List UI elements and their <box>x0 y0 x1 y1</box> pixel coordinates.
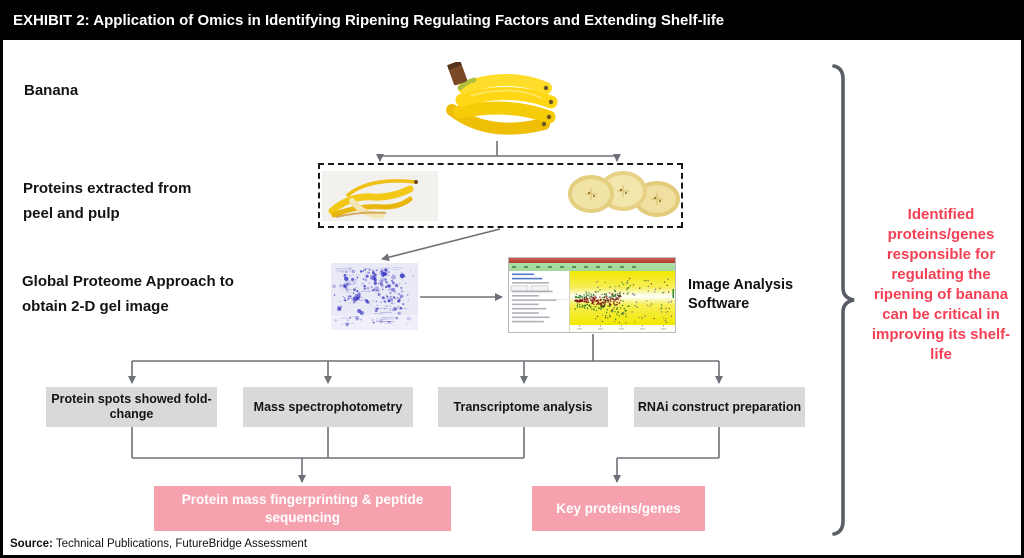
line-software-split <box>132 334 719 362</box>
extraction-dashed-box <box>318 163 683 228</box>
result-box-fingerprinting: Protein mass fingerprinting & peptide se… <box>154 486 451 531</box>
software-title-bar <box>509 258 675 263</box>
frame-border-bottom <box>0 555 1024 558</box>
software-menu-bar <box>509 263 675 271</box>
frame-border-left <box>0 0 3 558</box>
line-merge-right <box>617 427 720 459</box>
frame-border-right <box>1021 0 1024 558</box>
line-merge-left <box>131 427 525 459</box>
image-analysis-software-window <box>508 257 676 333</box>
stage-label-extraction: Proteins extracted from peel and pulp <box>23 180 192 222</box>
arrow-extraction-to-gel <box>381 228 501 262</box>
2d-gel-image <box>331 263 418 330</box>
result-box-key-proteins: Key proteins/genes <box>532 486 705 531</box>
process-box-transcriptome: Transcriptome analysis <box>438 387 608 427</box>
source-text: Technical Publications, FutureBridge Ass… <box>52 538 308 550</box>
source-prefix: Source: <box>10 538 53 550</box>
banana-bunch-photo <box>446 62 558 135</box>
process-box-mass-spec: Mass spectrophotometry <box>243 387 413 427</box>
banana-slices-photo <box>568 171 680 217</box>
process-box-rnai: RNAi construct preparation <box>634 387 805 427</box>
grouping-brace <box>832 64 855 536</box>
software-scatter-plot <box>510 271 675 332</box>
banana-peel-photo <box>322 171 438 221</box>
exhibit-header: EXHIBIT 2: Application of Omics in Ident… <box>0 0 1024 40</box>
software-label: Image Analysis Software <box>688 277 794 312</box>
exhibit-title: EXHIBIT 2: Application of Omics in Ident… <box>13 11 725 29</box>
stage-label-proteome: Global Proteome Approach to obtain 2-D g… <box>22 273 234 315</box>
stage-label-banana: Banana <box>24 82 79 99</box>
source-note: Source: Technical Publications, FutureBr… <box>10 538 307 550</box>
process-box-fold-change: Protein spots showed fold-change <box>46 387 217 427</box>
conclusion-text: Identified proteins/genes responsible fo… <box>871 206 1011 363</box>
